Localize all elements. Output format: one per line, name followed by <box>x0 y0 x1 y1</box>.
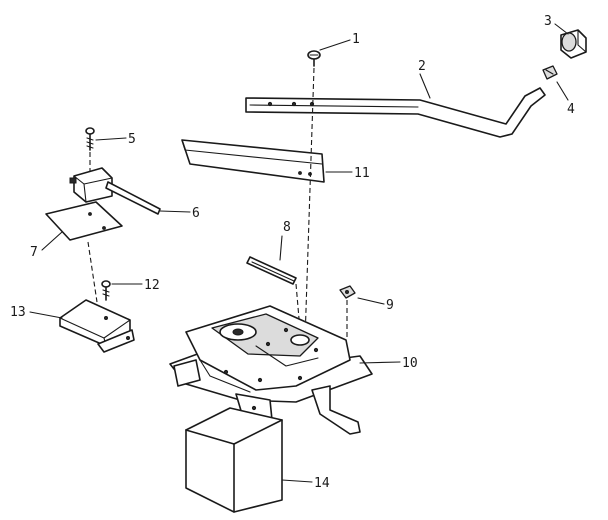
callout-5: 5 <box>128 132 136 147</box>
part-7-insulator <box>45 201 123 241</box>
callout-13: 13 <box>10 305 26 320</box>
callout-7: 7 <box>30 245 38 260</box>
callout-2: 2 <box>418 59 426 74</box>
part-8-rod <box>246 256 297 285</box>
callout-3: 3 <box>544 14 552 29</box>
part-14-box <box>185 407 283 513</box>
callout-1: 1 <box>352 32 360 47</box>
part-3-knob <box>560 29 587 59</box>
callout-10: 10 <box>402 356 418 371</box>
part-5-screw <box>85 127 95 151</box>
callout-14: 14 <box>314 476 330 491</box>
part-11-channel <box>181 139 325 183</box>
callout-12: 12 <box>144 278 160 293</box>
part-4-clip <box>542 65 558 80</box>
callout-11: 11 <box>354 166 370 181</box>
part-9-screw <box>339 285 356 299</box>
part-13-bracket <box>59 299 135 353</box>
leader-lines <box>29 23 569 483</box>
callout-9: 9 <box>386 298 394 313</box>
callout-6: 6 <box>192 206 200 221</box>
callout-labels: 1 2 3 4 5 6 7 8 9 10 11 12 13 14 <box>10 14 575 491</box>
callout-4: 4 <box>567 102 575 117</box>
assembly-centerline <box>304 67 315 341</box>
part-2-lever-arm <box>245 87 546 138</box>
part-12-screw <box>101 280 111 301</box>
callout-8: 8 <box>283 220 291 235</box>
part-6-switch <box>69 167 161 215</box>
part-10-base-plate <box>169 305 373 435</box>
part-1-screw <box>307 50 321 67</box>
